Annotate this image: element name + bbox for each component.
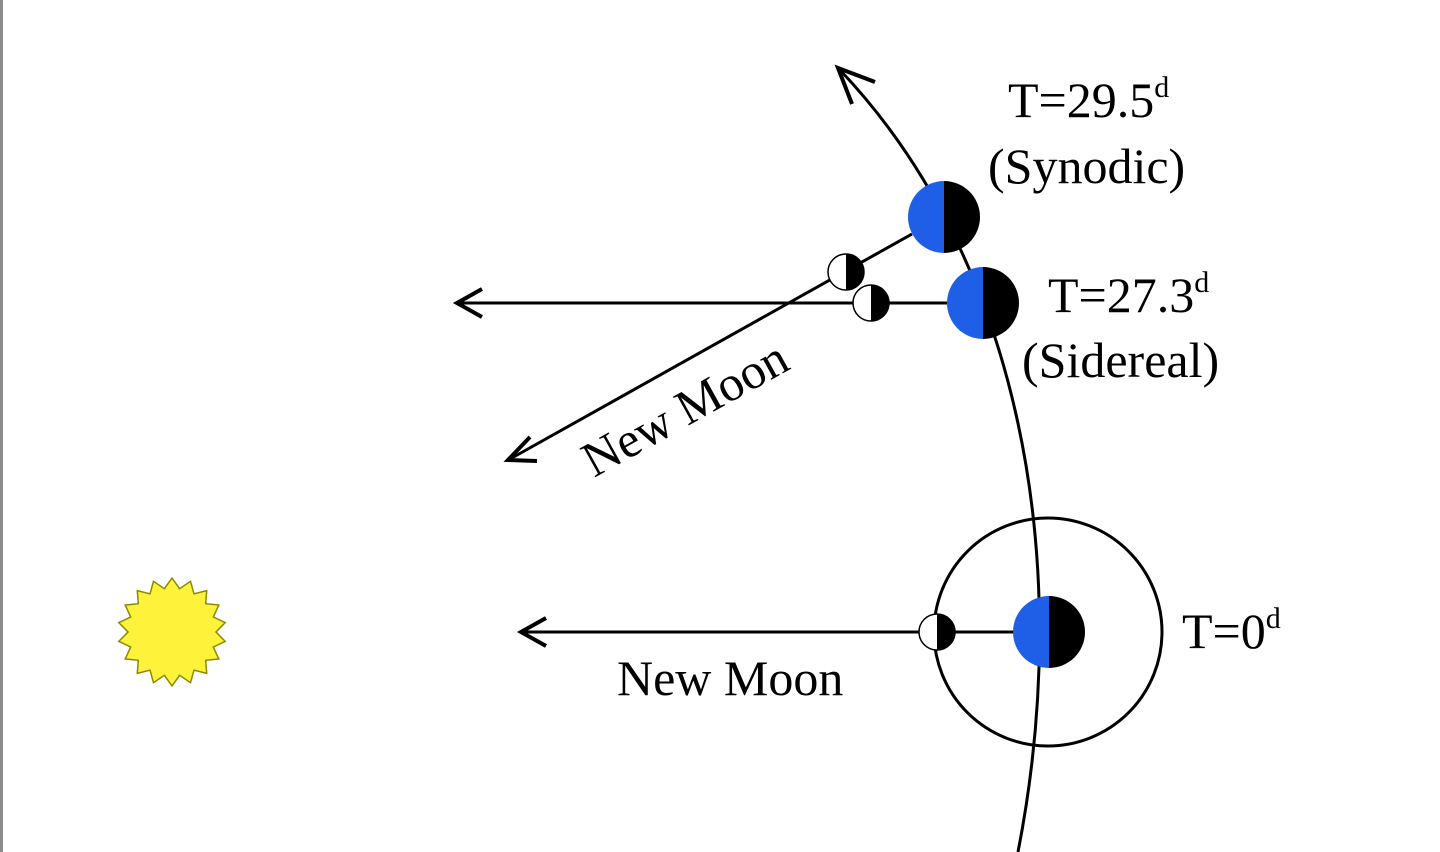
new-moon-label-synodic: New Moon	[572, 329, 797, 488]
earth-orbit-path	[838, 68, 1041, 852]
sun-direction-arrowhead-start	[516, 616, 547, 648]
caption-sidereal: (Sidereal)	[1022, 332, 1219, 388]
moon-icon-synodic	[827, 253, 865, 291]
new-moon-label-start: New Moon	[617, 650, 843, 706]
time-label-sidereal: T=27.3d	[1048, 266, 1209, 323]
orbit-direction-arrowhead	[834, 64, 876, 105]
caption-synodic: (Synodic)	[988, 138, 1185, 194]
earth-icon-start	[1013, 596, 1085, 668]
earth-icon-sidereal	[947, 267, 1019, 339]
time-label-synodic: T=29.5d	[1008, 71, 1169, 128]
sun-direction-arrowhead-sidereal	[452, 287, 483, 319]
sun-icon	[117, 576, 227, 688]
moon-icon-start	[918, 613, 956, 651]
earth-icon-synodic	[908, 181, 980, 253]
time-label-start: T=0d	[1182, 602, 1281, 659]
moon-icon-sidereal	[852, 284, 890, 322]
sun-direction-arrowhead-synodic	[503, 435, 538, 463]
